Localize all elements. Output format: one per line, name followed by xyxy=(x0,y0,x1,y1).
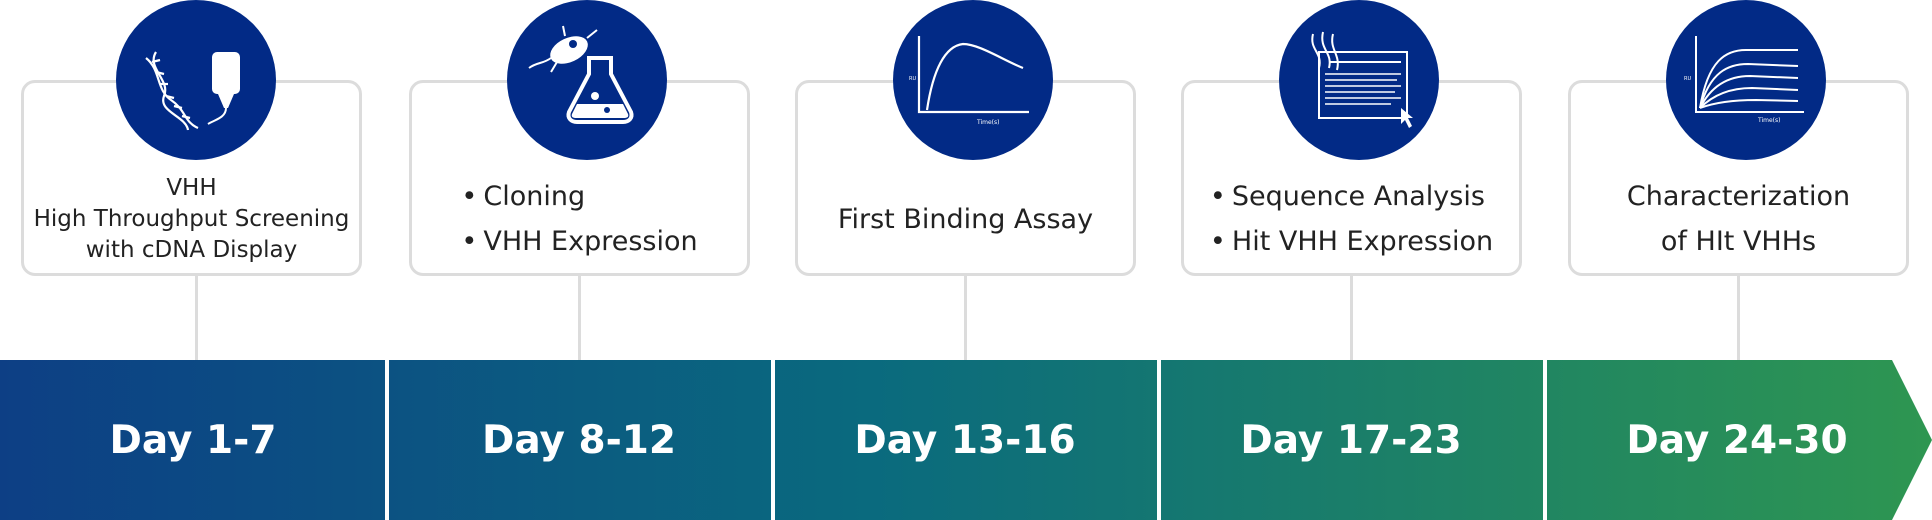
bullet-item: Hit VHH Expression xyxy=(1210,219,1493,264)
day-label-5: Day 24-30 xyxy=(1626,417,1848,463)
step-line: Characterization xyxy=(1626,181,1851,212)
step-line: of HIt VHHs xyxy=(1660,226,1817,257)
step-line: First Binding Assay xyxy=(837,203,1094,235)
connector-5 xyxy=(1737,276,1740,360)
svg-text:RU: RU xyxy=(1684,76,1691,82)
step-text-4: Sequence Analysis Hit VHH Expression xyxy=(1184,171,1519,267)
connector-1 xyxy=(195,276,198,360)
step-text-2: Cloning VHH Expression xyxy=(412,171,747,267)
sequence-analysis-icon xyxy=(1279,0,1439,160)
bullet-list: Cloning VHH Expression xyxy=(461,174,697,264)
step-text-3: First Binding Assay xyxy=(798,171,1133,267)
svg-text:RU: RU xyxy=(909,76,916,82)
bullet-item: VHH Expression xyxy=(461,219,697,264)
binding-curve-icon: Time(s) RU xyxy=(893,0,1053,160)
day-label-4: Day 17-23 xyxy=(1240,417,1462,463)
step-line: High Throughput Screening xyxy=(33,205,350,232)
bacteria-flask-icon xyxy=(507,0,667,160)
timeline-arrow-band xyxy=(0,360,1932,520)
multi-curve-icon: Time(s) RU xyxy=(1666,0,1826,160)
bullet-item: Sequence Analysis xyxy=(1210,174,1493,219)
step-line: with cDNA Display xyxy=(85,236,298,263)
day-label-2: Day 8-12 xyxy=(481,417,677,463)
step-card-4: Sequence Analysis Hit VHH Expression xyxy=(1181,80,1522,276)
dna-vial-icon xyxy=(116,0,276,160)
day-label-1: Day 1-7 xyxy=(109,417,277,463)
step-text-1: VHH High Throughput Screening with cDNA … xyxy=(24,171,359,267)
step-text-5: Characterization of HIt VHHs xyxy=(1571,171,1906,267)
connector-3 xyxy=(964,276,967,360)
connector-4 xyxy=(1350,276,1353,360)
day-label-3: Day 13-16 xyxy=(854,417,1076,463)
connector-2 xyxy=(578,276,581,360)
bullet-item: Cloning xyxy=(461,174,697,219)
svg-text:Time(s): Time(s) xyxy=(976,119,1000,126)
step-line: VHH xyxy=(166,174,217,201)
svg-text:Time(s): Time(s) xyxy=(1757,117,1781,124)
bullet-list: Sequence Analysis Hit VHH Expression xyxy=(1210,174,1493,264)
